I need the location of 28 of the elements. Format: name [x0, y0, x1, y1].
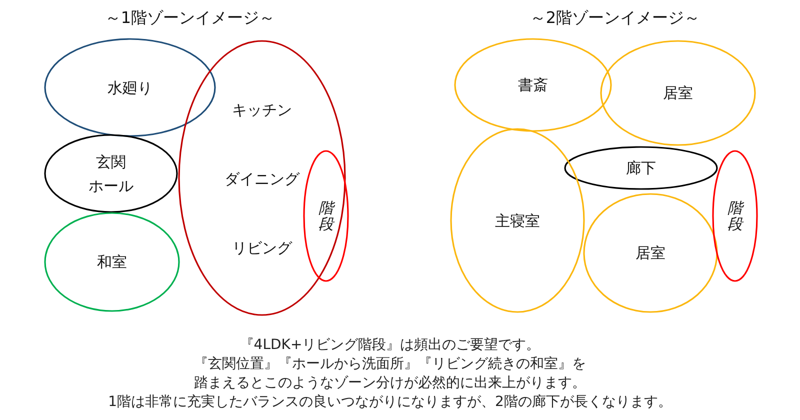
- zone-ellipse: [564, 146, 718, 190]
- zone-label: 居室: [663, 83, 693, 103]
- zone-label: 廊下: [626, 158, 656, 178]
- zone-label: キッチン: [232, 100, 292, 120]
- zone-label: 玄関ホール: [88, 152, 134, 196]
- note-text: 『玄関位置』『ホールから洗面所』『リビング続きの和室』を踏まえるとこのようなゾーン分けが必然的に出来上がります。: [192, 355, 587, 393]
- zone-label: 主寝室: [495, 210, 540, 230]
- zone-label: 居室: [636, 243, 666, 263]
- zone-heading: ～1階ゾーンイメージ～: [104, 7, 276, 29]
- zone-label: 書斎: [518, 75, 548, 95]
- zone-ellipse: [712, 150, 758, 282]
- zone-label: 水廻り: [108, 78, 152, 98]
- zone-ellipse: [583, 193, 718, 313]
- zone-ellipse: [178, 40, 346, 316]
- zone-label: 階段: [728, 200, 742, 232]
- zone-ellipse: [44, 38, 216, 137]
- note-text: 1階は非常に充実したバランスの良いつながりになりますが、2階の廊下が長くなります。: [108, 393, 672, 412]
- zone-ellipse: [450, 128, 585, 313]
- zone-ellipse: [600, 40, 756, 146]
- note-text: 『4LDK+リビング階段』は頻出のご要望です。: [240, 336, 540, 355]
- zone-ellipse: [44, 212, 180, 312]
- zone-label: ダイニング: [224, 169, 300, 189]
- zone-label: リビング: [232, 238, 292, 258]
- zone-label: 和室: [97, 252, 127, 272]
- zone-ellipse: [44, 134, 178, 213]
- zone-ellipse: [454, 38, 612, 132]
- zone-label: 階段: [318, 200, 334, 232]
- zone-heading: ～2階ゾーンイメージ～: [530, 7, 700, 29]
